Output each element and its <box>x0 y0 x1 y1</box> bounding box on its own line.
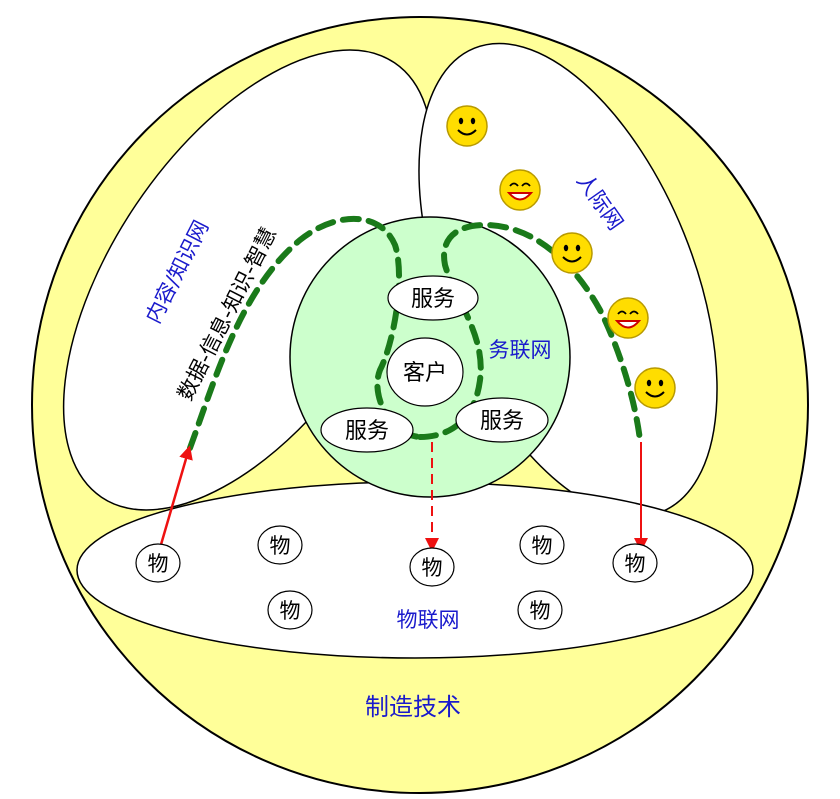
thing-label: 物 <box>530 599 551 623</box>
smiley-icon <box>634 367 676 409</box>
things-group: 物物物物物物物 <box>135 525 658 630</box>
arrow-up-to-knowledge <box>158 445 193 549</box>
thing-node: 物 <box>409 547 455 587</box>
manufacturing-label: 制造技术 <box>365 693 461 721</box>
thing-label: 物 <box>270 534 291 558</box>
thing-label: 物 <box>625 552 646 576</box>
smiley-icon <box>551 232 593 274</box>
client-node <box>386 337 464 407</box>
service-left-node <box>320 407 414 453</box>
smileys-group <box>446 105 676 409</box>
thing-label: 物 <box>532 534 553 558</box>
service-dashed-path <box>417 221 643 443</box>
thing-node: 物 <box>612 543 658 583</box>
thing-node: 物 <box>267 590 313 630</box>
service-left-label: 服务 <box>345 419 389 444</box>
thing-node: 物 <box>519 525 565 565</box>
thing-node: 物 <box>517 590 563 630</box>
service-right-node <box>455 397 549 443</box>
knowledge-dashed-path <box>187 215 423 451</box>
smiley-icon <box>607 297 649 339</box>
thing-node: 物 <box>257 525 303 565</box>
smiley-icon <box>446 105 488 147</box>
client-label: 客户 <box>403 361 447 386</box>
smiley-icon <box>499 169 541 211</box>
thing-label: 物 <box>422 556 443 580</box>
thing-label: 物 <box>280 599 301 623</box>
service-top-label: 服务 <box>411 287 455 312</box>
service-net-title: 务联网 <box>489 338 552 362</box>
iot-title: 物联网 <box>397 608 460 632</box>
thing-node: 物 <box>135 543 181 583</box>
service-top-node <box>387 275 479 321</box>
service-right-label: 服务 <box>480 409 524 434</box>
thing-label: 物 <box>148 552 169 576</box>
